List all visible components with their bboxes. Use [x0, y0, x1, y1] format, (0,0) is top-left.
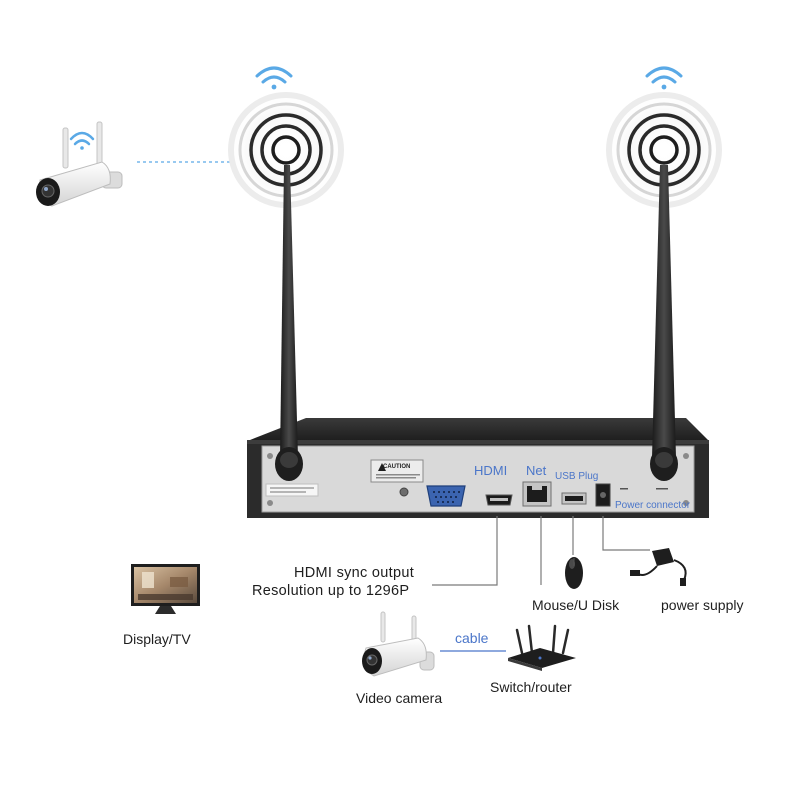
antenna-icon	[650, 165, 678, 481]
wireless-camera-icon	[36, 121, 123, 207]
wifi-icon	[255, 66, 293, 90]
monitor-icon	[131, 564, 200, 614]
caution-plate-text: CAUTION	[383, 464, 411, 470]
port-label-hdmi: HDMI	[474, 463, 508, 478]
port-label-power: Power connector	[615, 500, 691, 511]
router-icon	[508, 624, 576, 671]
hdmi-sync-label-line2: Resolution up to 1296P	[252, 583, 410, 599]
wifi-icon	[645, 66, 683, 90]
mouse-icon	[565, 557, 583, 589]
wireless-camera-icon	[362, 611, 435, 677]
power-adapter-icon	[630, 548, 687, 586]
port-label-usb: USB Plug	[555, 471, 599, 482]
mouse-disk-label: Mouse/U Disk	[532, 597, 620, 613]
display-tv-label: Display/TV	[123, 631, 191, 647]
cable-label: cable	[455, 630, 489, 646]
wifi-icon	[69, 131, 95, 150]
hdmi-sync-label-line1: HDMI sync output	[294, 565, 415, 581]
signal-rings-right	[606, 92, 722, 208]
port-label-net: Net	[526, 463, 547, 478]
switch-router-label: Switch/router	[490, 679, 572, 695]
nvr-recorder-icon	[247, 418, 709, 518]
connector-lines	[432, 516, 650, 586]
power-supply-label: power supply	[661, 597, 744, 613]
video-camera-label: Video camera	[356, 690, 443, 706]
antenna-icon	[275, 165, 303, 481]
